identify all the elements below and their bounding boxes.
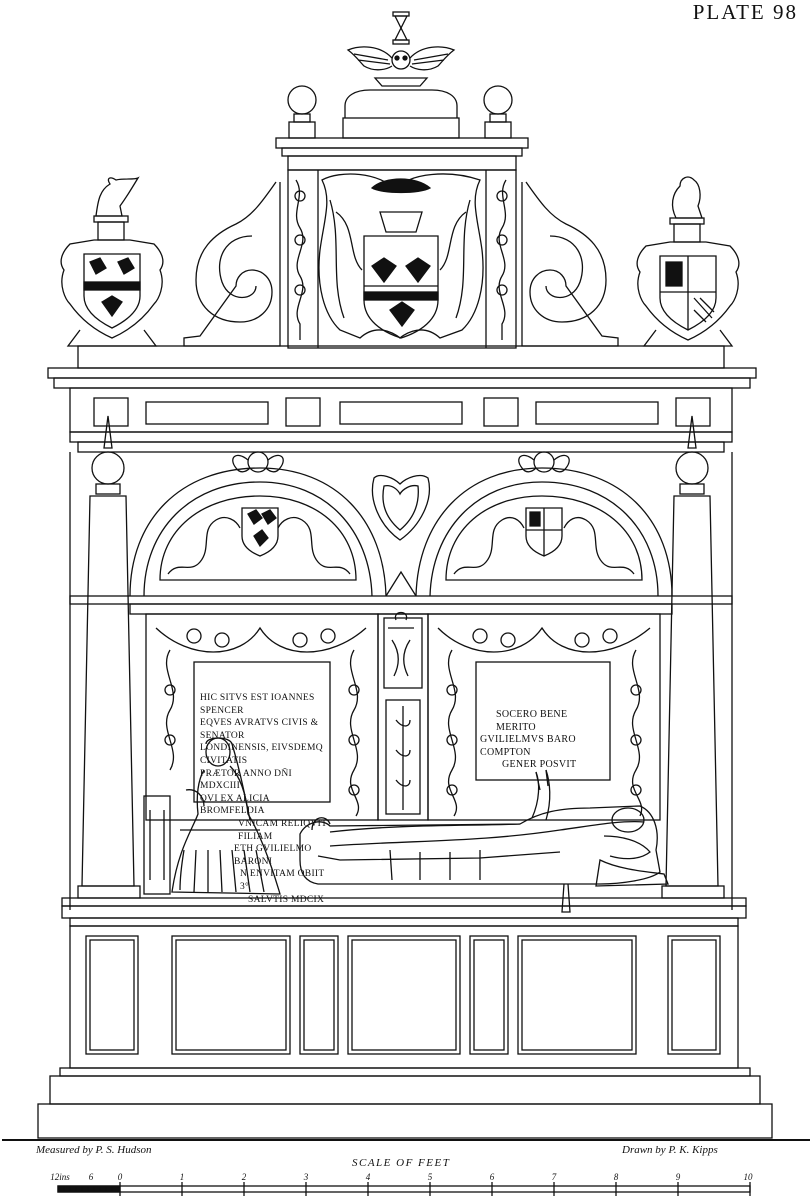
- scale-tick-label: 9: [675, 1172, 681, 1182]
- scale-tick-label: 5: [427, 1172, 433, 1182]
- scale-tick-label: 6: [489, 1172, 495, 1182]
- scroll-brackets: [183, 181, 619, 347]
- impost-band: [69, 595, 733, 615]
- inscription-line: VNICAM RELIQVIT FILIAM: [238, 818, 328, 842]
- scale-tick-label: 6: [88, 1172, 94, 1182]
- inscription-line: ETH GVILIELMO BARONI: [234, 844, 312, 867]
- floral-festoons: [155, 626, 651, 653]
- scale-tick-label: 0: [117, 1172, 123, 1182]
- scale-title: SCALE OF FEET: [352, 1157, 451, 1169]
- tomb-chest: [2, 897, 810, 1141]
- top-dome-and-balls: [287, 85, 513, 139]
- scale-tick-label: 7: [551, 1172, 557, 1182]
- attic-garlands: [294, 179, 508, 340]
- scale-tick-label: 10: [743, 1172, 753, 1182]
- winged-skull-finial: [346, 11, 456, 87]
- scale-bar: [57, 1182, 751, 1196]
- vertical-garlands: [164, 649, 643, 817]
- main-entablature: [47, 345, 757, 453]
- inscription-line: EQVES AVRATVS CIVIS & SENATOR: [200, 718, 319, 741]
- left-inscription: HIC SITVS EST IOANNES SPENCER EQVES AVRA…: [200, 692, 330, 906]
- scale-tick-label: 2: [241, 1172, 247, 1182]
- plate-number: PLATE 98: [692, 0, 798, 24]
- scale-tick-label: 1: [179, 1172, 185, 1182]
- scale-tick-label: 8: [613, 1172, 619, 1182]
- recumbent-effigy: [299, 769, 669, 913]
- inscription-line: GVILIELMVS BARO COMPTON: [480, 734, 576, 758]
- inscription-line: SOCERO BENE MERITO: [496, 709, 568, 733]
- arched-tympana: [129, 451, 673, 597]
- right-lion-finial-and-shield: [636, 176, 740, 347]
- right-inscription: SOCERO BENE MERITO GVILIELMVS BARO COMPT…: [480, 709, 610, 772]
- attic-cornice: [275, 137, 529, 349]
- drawn-by-credit: Drawn by P. K. Kipps: [622, 1144, 718, 1156]
- central-coat-of-arms: [318, 173, 484, 339]
- kneeling-woman-figure: [143, 737, 281, 895]
- inscription-frames: [145, 611, 661, 821]
- left-bird-finial-and-shield: [60, 176, 164, 347]
- scale-tick-label: 3: [303, 1172, 309, 1182]
- measured-by-credit: Measured by P. S. Hudson: [36, 1144, 152, 1156]
- inscription-line: HIC SITVS EST IOANNES SPENCER: [200, 693, 315, 716]
- inscription-line: N ENVITAM OBIIT 3°: [240, 869, 325, 892]
- inscription-line: QVI EX ALICIA BROMFELDIA: [200, 793, 270, 817]
- inscription-line: LONDINENSIS, EIVSDEMQ CIVITATIS: [200, 743, 323, 766]
- inscription-line: PRÆTOR ANNO DÑI MDXCIII: [200, 768, 292, 792]
- scale-tick-label: 12ins: [50, 1172, 70, 1182]
- scale-tick-label: 4: [365, 1172, 371, 1182]
- inscription-line: SALVTIS MDCIX: [248, 894, 325, 905]
- inscription-line: GENER POSVIT: [502, 759, 577, 771]
